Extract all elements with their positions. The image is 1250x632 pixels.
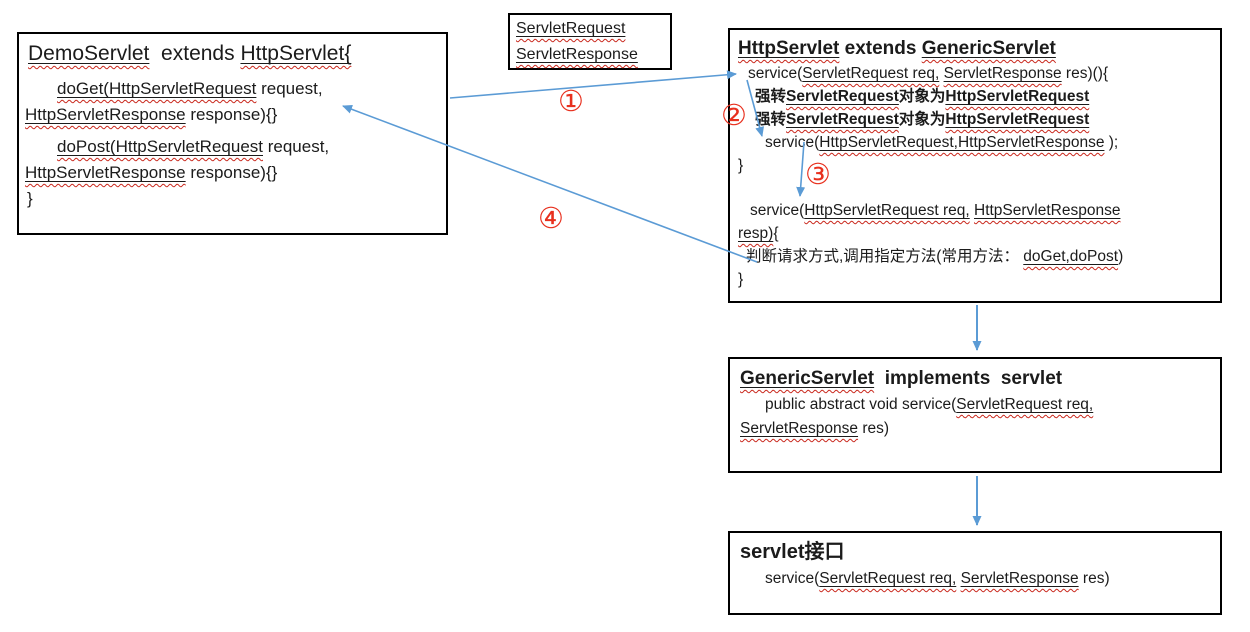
text-segment: ServletRequest [786, 88, 899, 105]
code-line: ServletResponse res) [736, 417, 1214, 441]
code-line: DemoServlet extends HttpServlet{ [25, 38, 440, 70]
code-line: doGet(HttpServletRequest request, [25, 76, 440, 102]
text-segment: resp) [738, 225, 774, 242]
text-segment: DemoServlet [28, 42, 150, 65]
circled-number-2: ② [721, 98, 747, 132]
arrow-1-demo-to-httpservlet [449, 70, 737, 99]
text-segment: HttpServletRequest [945, 88, 1090, 105]
code-line: service(ServletRequest req, ServletRespo… [736, 567, 1214, 591]
code-line: } [25, 186, 440, 212]
text-segment: res)(){ [1061, 65, 1109, 82]
code-line: resp){ [736, 222, 1214, 245]
code-line: ServletRequest [516, 16, 664, 42]
text-segment: implements servlet [874, 368, 1063, 389]
text-segment: ServletRequest req, [956, 396, 1094, 413]
text-segment: doPost(HttpServletRequest [57, 137, 263, 156]
text-segment: request, [263, 137, 330, 156]
code-line: 强转ServletRequest对象为HttpServletRequest [736, 108, 1214, 131]
circled-number-3: ③ [805, 157, 831, 191]
code-line: } [736, 268, 1214, 291]
text-segment: 对象为 [898, 88, 946, 105]
text-segment: } [27, 189, 33, 208]
text-segment: response){} [185, 105, 278, 124]
text-segment: 强转 [755, 88, 787, 105]
circled-number-1: ① [558, 84, 584, 118]
text-segment: response){} [185, 163, 278, 182]
text-segment: extends [839, 38, 922, 59]
text-segment: HttpServletResponse [25, 105, 186, 124]
demoservlet-class-box: DemoServlet extends HttpServlet{ doGet(Ht… [17, 32, 448, 235]
text-segment: ) [1118, 248, 1124, 265]
text-segment: HttpServletResponse [25, 163, 186, 182]
text-segment: ServletRequest req, [819, 570, 957, 587]
text-segment: HttpServlet{ [240, 42, 352, 65]
text-segment: ServletResponse [516, 46, 638, 63]
text-segment: 判断请求方式,调用指定方法(常用方法： [746, 248, 1024, 265]
text-segment: res) [858, 420, 890, 437]
text-segment: 对象为 [898, 111, 946, 128]
text-segment: doGet(HttpServletRequest [57, 79, 257, 98]
code-line: HttpServletResponse response){} [25, 160, 440, 186]
text-segment: HttpServletRequest [945, 111, 1090, 128]
text-segment: ServletResponse [960, 570, 1079, 587]
text-segment: HttpServletRequest,HttpServletResponse [819, 134, 1105, 151]
text-segment: request, [256, 79, 323, 98]
text-segment: ServletResponse [740, 420, 859, 437]
text-segment: res) [1078, 570, 1110, 587]
text-segment: } [738, 157, 744, 174]
text-segment: service( [750, 202, 805, 219]
text-segment: doGet,doPost [1023, 248, 1119, 265]
text-segment: HttpServletRequest req, [804, 202, 970, 219]
code-line: GenericServlet implements servlet [736, 365, 1214, 393]
code-line: ServletResponse [516, 42, 664, 68]
text-segment: HttpServletResponse [974, 202, 1121, 219]
text-segment: service( [765, 134, 820, 151]
code-line: HttpServletResponse response){} [25, 102, 440, 128]
code-line: 判断请求方式,调用指定方法(常用方法： doGet,doPost) [736, 245, 1214, 268]
text-segment: servlet接口 [740, 541, 845, 563]
circled-number-4: ④ [538, 201, 564, 235]
code-line: service(ServletRequest req, ServletRespo… [736, 62, 1214, 85]
code-line: 强转ServletRequest对象为HttpServletRequest [736, 85, 1214, 108]
code-line: servlet接口 [736, 538, 1214, 567]
text-segment: HttpServlet [738, 38, 840, 59]
text-segment: ServletRequest req, [802, 65, 940, 82]
code-line: service(HttpServletRequest req, HttpServ… [736, 199, 1214, 222]
text-segment: service( [765, 570, 820, 587]
code-line: service(HttpServletRequest,HttpServletRe… [736, 131, 1214, 154]
text-segment: public abstract void service( [765, 396, 957, 413]
text-segment: } [738, 271, 744, 288]
text-segment: ServletRequest [516, 20, 626, 37]
text-segment: ); [1104, 134, 1119, 151]
text-segment: GenericServlet [740, 368, 875, 389]
code-line: doPost(HttpServletRequest request, [25, 134, 440, 160]
servlet-interface-box: servlet接口 service(ServletRequest req, Ser… [728, 531, 1222, 615]
text-segment: ServletRequest [786, 111, 899, 128]
text-segment: GenericServlet [921, 38, 1056, 59]
text-segment: 强转 [755, 111, 787, 128]
text-segment: { [773, 225, 779, 242]
code-line: HttpServlet extends GenericServlet [736, 35, 1214, 62]
text-segment: extends [149, 42, 241, 65]
code-line: public abstract void service(ServletRequ… [736, 393, 1214, 417]
text-segment: ServletResponse [943, 65, 1062, 82]
text-segment: service( [748, 65, 803, 82]
